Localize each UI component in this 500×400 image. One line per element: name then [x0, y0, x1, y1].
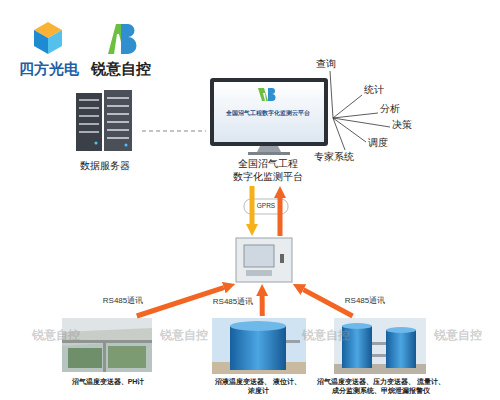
cabinet-panel	[246, 270, 272, 276]
function-label: 专家系统	[314, 151, 366, 163]
server-rack	[76, 93, 102, 151]
photo-pipe	[372, 354, 386, 357]
rack-slot	[107, 113, 129, 115]
watermark: 锐意自控	[428, 328, 488, 342]
fan-line	[333, 118, 390, 127]
photo-tank	[386, 330, 416, 368]
edge-label: RS485通讯	[206, 297, 260, 307]
fan-line	[330, 71, 333, 118]
function-label: 查询	[316, 58, 346, 70]
rack-slot	[79, 107, 99, 109]
photo-gas-tanks	[334, 318, 426, 374]
collector-cabinet-node	[232, 236, 296, 284]
logo-shape	[121, 24, 137, 54]
brand-name: 四方光电	[16, 60, 82, 78]
fan-line	[333, 118, 366, 142]
photo-sky	[212, 318, 306, 374]
photo-tank-top	[230, 321, 286, 331]
photo-tank	[230, 326, 286, 370]
monitor-screen	[214, 82, 324, 142]
fan-line	[333, 95, 362, 118]
rack-slot	[79, 123, 99, 125]
watermark: 锐意自控	[26, 328, 86, 342]
rs485-arrow	[137, 288, 224, 316]
logo-face	[48, 30, 62, 54]
node-text: 全国沼气工程数字化监测云平台	[214, 110, 322, 117]
screen-logo	[268, 88, 276, 101]
cabinet-handle	[280, 254, 284, 263]
monitor-icon	[210, 78, 328, 155]
rs485-arrow	[260, 296, 265, 316]
site-photo-node: 沼液温度变送器、 液位计、浓度计	[205, 316, 311, 398]
server-rack	[104, 90, 132, 151]
dashed-link	[142, 131, 206, 132]
rack-slot	[79, 115, 99, 117]
cabinet-window	[244, 245, 274, 267]
rack-slot	[107, 137, 129, 139]
server-icon	[76, 90, 132, 151]
photo-pool	[68, 348, 102, 368]
gprs-arrow	[250, 186, 255, 224]
photo-sky	[334, 318, 426, 374]
watermark: 锐意自控	[296, 328, 356, 342]
monitor-frame	[210, 78, 328, 146]
photo-pool	[108, 346, 146, 368]
fan-line	[333, 113, 378, 118]
monitor-base	[248, 152, 290, 155]
rack-slot	[79, 99, 99, 101]
server-led	[125, 144, 128, 147]
node-text: 沼液温度变送器、 液位计、浓度计	[205, 377, 311, 395]
photo-bg	[62, 318, 152, 372]
node-text: 全国沼气工程 数字化监测平台	[206, 157, 330, 183]
photo-pipe	[372, 342, 386, 345]
photo-digester-tank	[212, 318, 306, 374]
rack-slot	[107, 97, 129, 99]
rack-slot	[107, 121, 129, 123]
edge-label: GPRS	[250, 202, 282, 210]
node-text: 沼气温度变送器、压力变送器、 流量计、成分监测系统、甲烷泄漏报警仪	[310, 377, 452, 395]
edge-label: RS485通讯	[338, 296, 392, 306]
node-text: 沼气温度变送器、PH计	[60, 377, 156, 386]
function-label: 统计	[364, 84, 394, 96]
cabinet-icon	[236, 238, 292, 282]
brand-name: 锐意自控	[88, 60, 154, 78]
ab-logo	[108, 24, 137, 54]
gprs-arrow	[278, 198, 283, 236]
photo-digester-pool	[62, 318, 152, 372]
photo-pipe	[286, 340, 300, 343]
function-label: 分析	[380, 103, 410, 115]
cabinet-body	[236, 238, 292, 282]
logo-face	[34, 30, 48, 54]
screen-logo	[258, 88, 268, 101]
fan-line	[333, 118, 345, 150]
server-led	[95, 142, 98, 145]
site-photo-node: 沼气温度变送器、PH计	[60, 316, 156, 392]
server-node: 数据服务器	[68, 88, 142, 174]
monitor-stand	[257, 146, 281, 152]
rack-slot	[79, 131, 99, 133]
function-label: 决策	[392, 119, 422, 131]
platform-monitor-node: 全国沼气工程数字化监测云平台全国沼气工程 数字化监测平台	[206, 76, 330, 186]
cube-logo	[34, 22, 62, 54]
function-label: 调度	[368, 137, 398, 149]
node-text: 数据服务器	[68, 160, 142, 172]
photo-tank-top	[386, 327, 416, 333]
watermark: 锐意自控	[154, 328, 214, 342]
photo-beam	[103, 340, 106, 372]
edge-label: RS485通讯	[96, 296, 150, 306]
rack-slot	[107, 105, 129, 107]
rack-slot	[107, 129, 129, 131]
